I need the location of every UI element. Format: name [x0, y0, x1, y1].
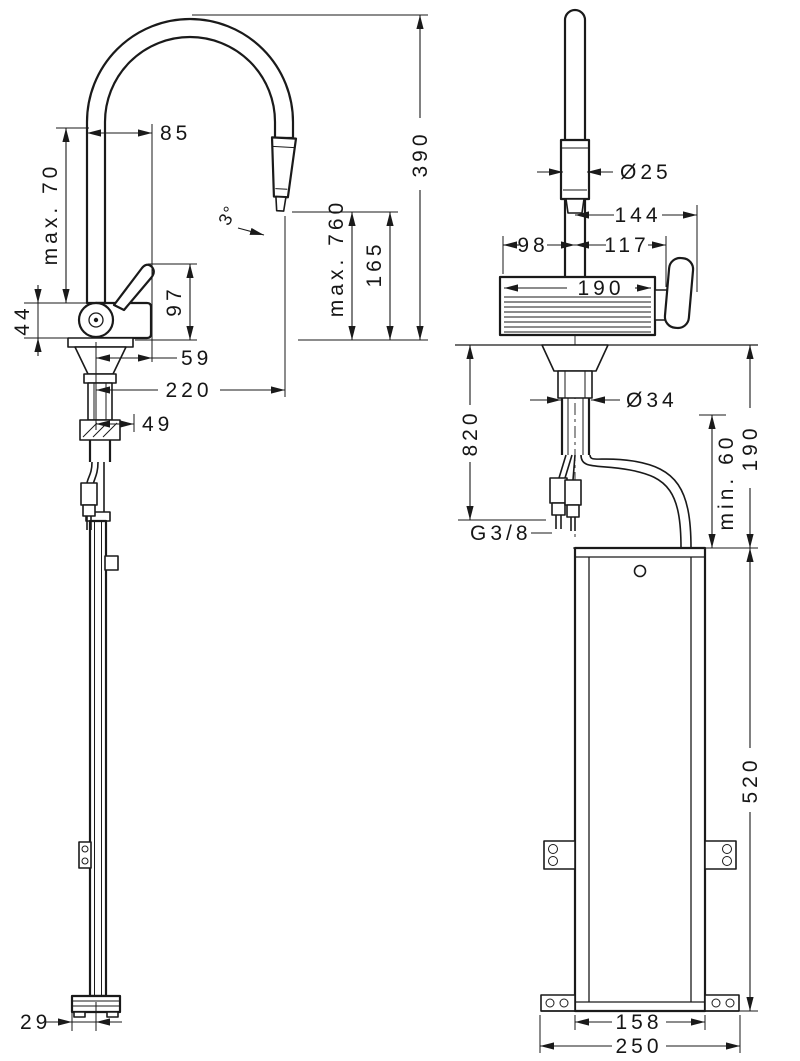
dim-spout-height: 390	[192, 14, 432, 341]
rail-clip	[104, 555, 119, 571]
dim-outlet-height: 165	[363, 212, 394, 340]
dim-handle-span: 144	[575, 204, 698, 292]
hose-connector	[80, 482, 98, 506]
dim-spray-angle-label: 3°	[214, 202, 240, 228]
dim-left-of-center: 98	[502, 234, 575, 274]
dim-box-height-label: 520	[739, 756, 762, 803]
hose-connector-right	[564, 479, 582, 506]
dim-base-width-label: 250	[615, 1035, 662, 1058]
dim-handle-offset-label: 85	[160, 122, 191, 145]
dim-handle-height: 97	[135, 263, 197, 341]
pullout-hose-front	[580, 454, 692, 549]
dim-shank-diameter-label: Ø34	[626, 389, 678, 412]
mounting-hole	[633, 564, 647, 578]
dim-hose-offset: 49	[96, 413, 173, 436]
dim-outlet-width: 190	[504, 277, 651, 300]
side-handle	[663, 256, 695, 330]
dim-box-height: 520	[709, 548, 762, 1012]
mounting-rail	[70, 511, 122, 1018]
dim-box-top-distance-label: 190	[739, 424, 762, 471]
side-view: max. 70 44 85 390 3° max	[11, 14, 432, 1034]
dim-handle-height-label: 97	[163, 285, 186, 316]
front-view: Ø25 144 98 117 190	[455, 8, 762, 1058]
dim-base-offset: 29	[20, 1002, 122, 1034]
dim-base-offset-label: 29	[20, 1011, 51, 1034]
dim-spout-reach-label: 220	[165, 379, 212, 402]
dim-swivel-clearance: max. 70	[24, 127, 89, 304]
supply-hoses	[80, 461, 105, 530]
dim-right-of-center: 117	[575, 234, 667, 287]
dim-lever-reach-label: 59	[181, 347, 212, 370]
sbox-unit	[540, 546, 758, 1013]
dim-shank-diameter: Ø34	[530, 389, 678, 412]
dim-swivel-clearance-label: max. 70	[39, 163, 62, 266]
dim-box-top-distance: 190	[739, 345, 762, 548]
dim-spout-diameter-label: Ø25	[620, 161, 672, 184]
dim-handle-offset: 85	[87, 122, 191, 362]
escutcheon	[67, 337, 134, 375]
dim-min-clearance-label: min. 60	[715, 434, 738, 531]
dim-base-width: 250	[539, 1015, 741, 1058]
dim-spout-reach: 220	[95, 216, 286, 430]
dim-box-width: 158	[574, 1011, 706, 1034]
dim-body-depth: 44	[11, 285, 70, 356]
dim-outlet-width-label: 190	[577, 277, 624, 300]
dim-pullout-hose-label: max. 760	[325, 199, 348, 317]
dim-pullout-hose: max. 760	[292, 199, 398, 340]
dim-thread-label: G3/8	[470, 522, 532, 545]
dim-box-width-label: 158	[615, 1011, 662, 1034]
spout	[85, 17, 295, 305]
dim-hose-offset-label: 49	[142, 413, 173, 436]
dim-outlet-height-label: 165	[363, 240, 386, 287]
outlet-grille	[504, 296, 651, 333]
dim-spray-angle: 3°	[214, 202, 265, 236]
sbox-feet	[540, 994, 740, 1012]
dim-right-of-center-label: 117	[604, 234, 649, 257]
dim-handle-span-label: 144	[614, 204, 661, 227]
dim-body-depth-label: 44	[11, 304, 34, 335]
dim-thread: G3/8	[470, 522, 552, 545]
pullout-spray-head	[270, 136, 298, 212]
faucet-body	[498, 256, 695, 337]
dim-connection-hose-label: 820	[459, 409, 482, 456]
dim-left-of-center-label: 98	[517, 234, 548, 257]
dim-lever-reach: 59	[96, 347, 212, 370]
supply-connectors-front	[549, 454, 582, 531]
escutcheon-front	[541, 344, 609, 455]
dim-spout-height-label: 390	[409, 130, 432, 177]
mounting-shank	[79, 373, 121, 462]
dim-min-clearance: min. 60	[699, 414, 738, 548]
dim-connection-hose: 820	[458, 345, 546, 521]
dim-spout-diameter: Ø25	[537, 161, 672, 184]
sbox-clamps	[543, 840, 737, 870]
